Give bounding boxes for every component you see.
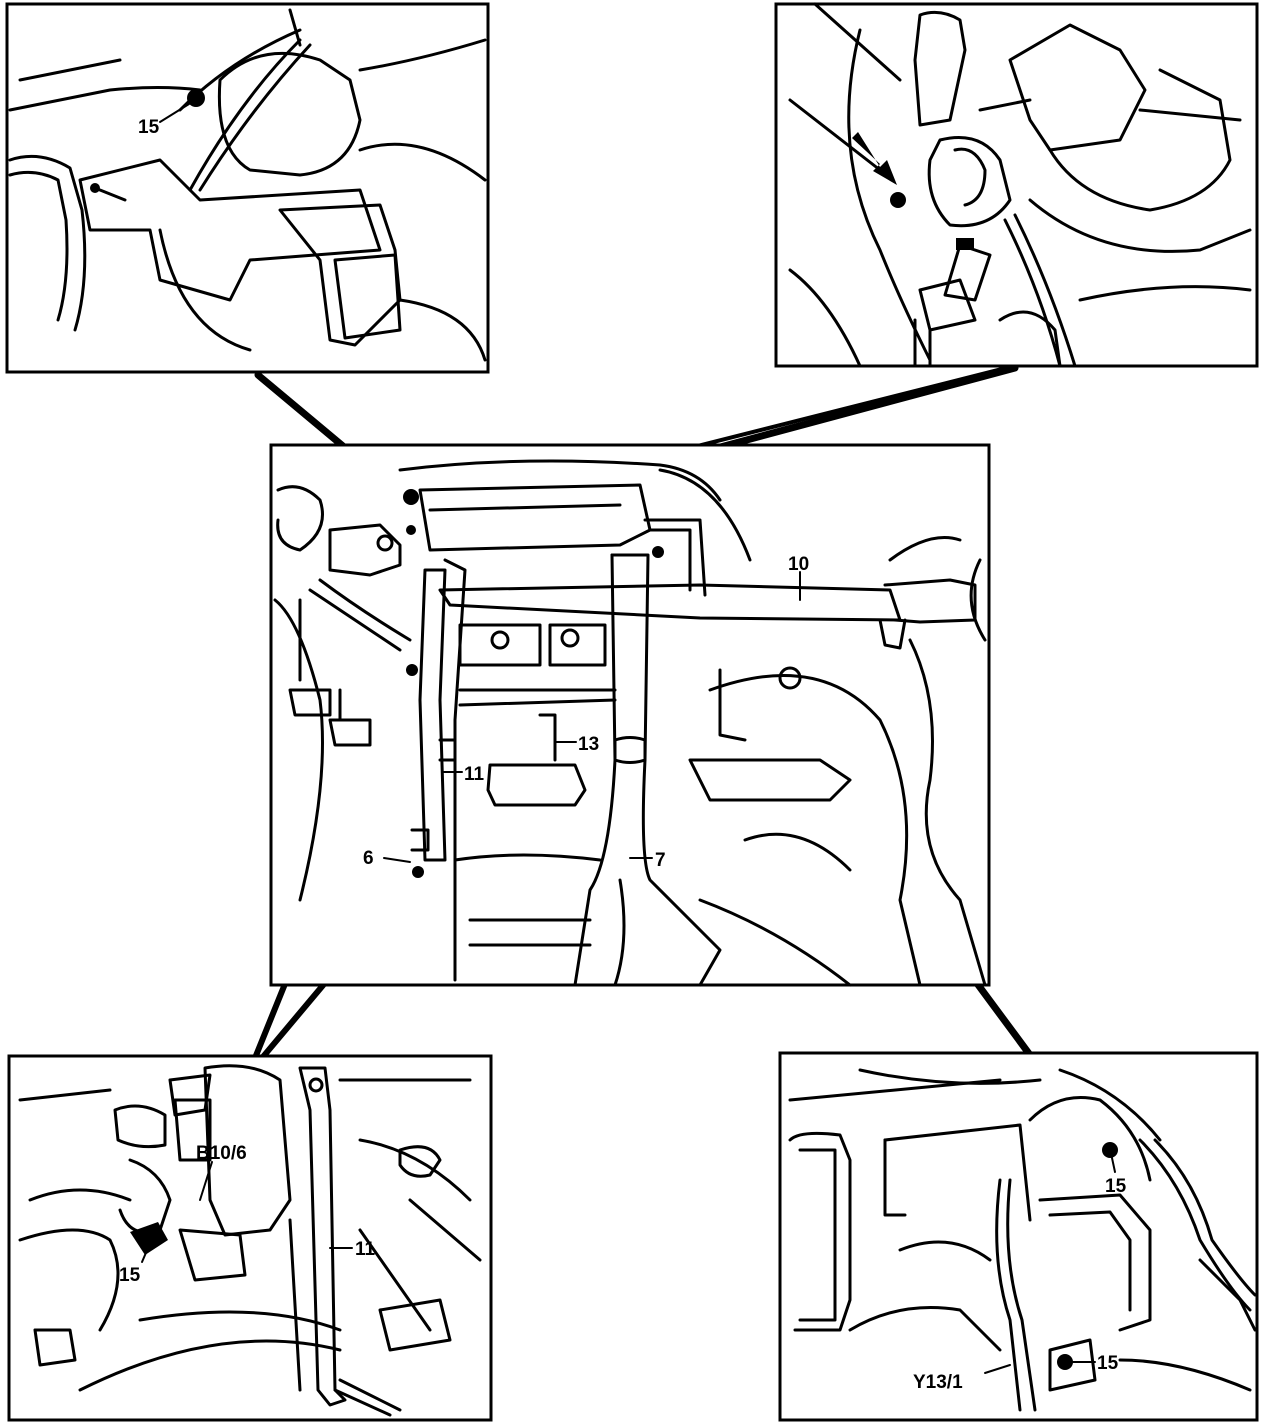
callout-7: 7: [655, 850, 666, 871]
inset-bottom-right: 15 15 Y13/1: [778, 1051, 1259, 1422]
callout-15: 15: [138, 117, 160, 138]
callout-11: 11: [355, 1239, 376, 1260]
callout-15-upper: 15: [1105, 1176, 1127, 1197]
callout-10: 10: [788, 554, 809, 575]
callout-15: 15: [119, 1265, 141, 1286]
callout-13: 13: [578, 734, 599, 755]
inset-bottom-left: B10/6 11 15: [7, 1054, 493, 1422]
callout-b10-6: B10/6: [196, 1143, 247, 1164]
inset-top-right: [774, 2, 1259, 368]
callout-6: 6: [363, 848, 374, 869]
callout-y13-1: Y13/1: [913, 1372, 963, 1393]
inset-top-left: 15: [5, 2, 490, 374]
callout-11: 11: [464, 764, 485, 785]
main-view: 10 11 13 6 7: [269, 443, 991, 987]
callout-15-lower: 15: [1097, 1353, 1119, 1374]
